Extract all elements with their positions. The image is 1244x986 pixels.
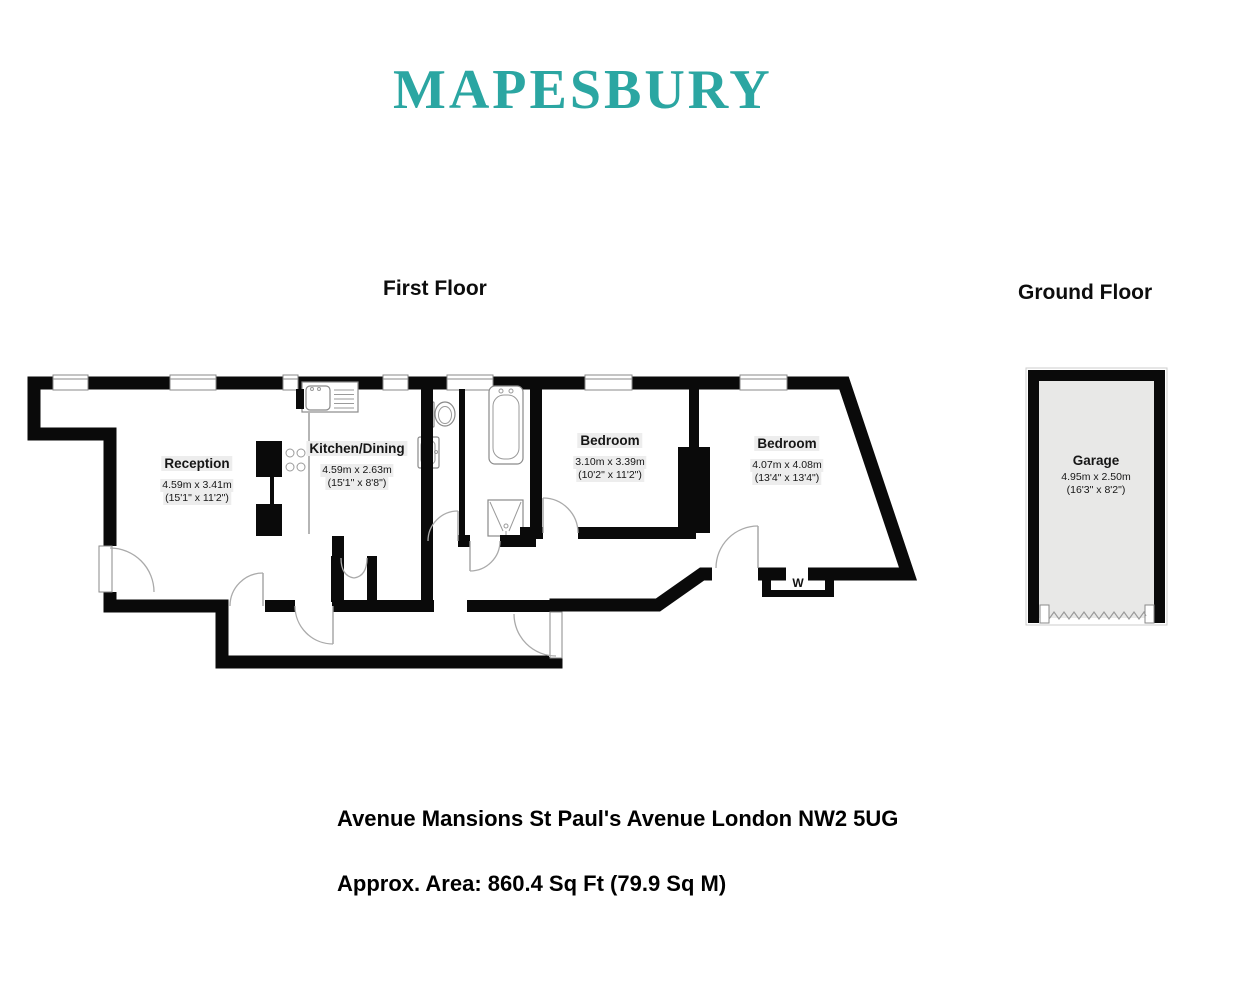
garage-plan: [1025, 367, 1168, 626]
approx-area: Approx. Area: 860.4 Sq Ft (79.9 Sq M): [337, 871, 727, 896]
property-address: Avenue Mansions St Paul's Avenue London …: [337, 806, 899, 831]
shower-icon: [487, 499, 524, 537]
room-name: Bedroom: [754, 436, 820, 451]
brand-logo: MAPESBURY: [393, 59, 773, 121]
room-dim-metric: 4.59m x 2.63m: [320, 464, 394, 478]
garage-floor: [1039, 381, 1154, 618]
garage-door-zigzag: [1048, 610, 1147, 621]
room-label-kitchen: Kitchen/Dining 4.59m x 2.63m (15'1" x 8'…: [306, 440, 408, 491]
room-label-garage: Garage 4.95m x 2.50m (16'3" x 8'2"): [1059, 452, 1132, 497]
room-name: Garage: [1072, 453, 1120, 468]
wardrobe-label: W: [792, 576, 804, 590]
interior-walls: [256, 389, 710, 612]
room-name: Reception: [161, 456, 233, 471]
room-label-bedroom1: Bedroom 3.10m x 3.39m (10'2" x 11'2"): [573, 432, 647, 483]
room-dim-metric: 4.07m x 4.08m: [750, 459, 824, 473]
room-dim-metric: 4.95m x 2.50m: [1061, 471, 1131, 483]
room-dim-metric: 3.10m x 3.39m: [573, 456, 647, 470]
room-name: Bedroom: [577, 433, 643, 448]
room-dim-imperial: (10'2" x 11'2"): [576, 469, 644, 483]
hob-icon: [285, 448, 306, 472]
bathtub-icon: [488, 385, 524, 465]
first-floor-heading: First Floor: [383, 277, 487, 300]
window-icon: [52, 374, 788, 391]
wardrobe-cupboard: [762, 578, 834, 597]
first-floor-plan: [27, 374, 918, 669]
cupboard-doors-icon: [340, 557, 368, 579]
room-dim-imperial: (15'1" x 8'8"): [325, 477, 389, 491]
room-dim-imperial: (15'1" x 11'2"): [163, 492, 231, 506]
outer-wall-outline: [27, 376, 918, 669]
kitchen-sink-icon: [301, 381, 359, 413]
room-dim-imperial: (16'3" x 8'2"): [1066, 484, 1126, 497]
ground-floor-heading: Ground Floor: [1018, 281, 1153, 304]
room-dim-imperial: (13'4" x 13'4"): [752, 472, 822, 486]
room-label-reception: Reception 4.59m x 3.41m (15'1" x 11'2"): [160, 455, 234, 506]
room-label-bedroom2: Bedroom 4.07m x 4.08m (13'4" x 13'4"): [750, 435, 824, 486]
room-name: Kitchen/Dining: [306, 441, 408, 456]
door-swing-arcs: [98, 497, 759, 659]
room-dim-metric: 4.59m x 3.41m: [160, 479, 234, 493]
